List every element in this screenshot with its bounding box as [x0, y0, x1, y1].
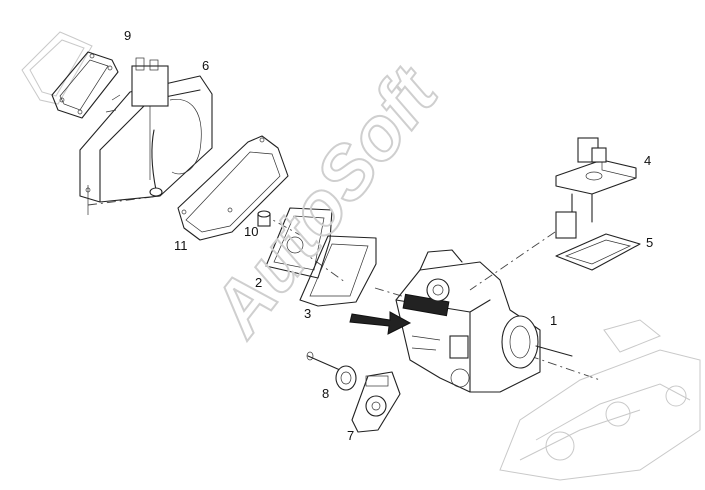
engine-block-ghost: [499, 319, 701, 481]
callout-9: 9: [124, 28, 131, 43]
callout-6: 6: [202, 58, 209, 73]
part-7-lever: [351, 371, 401, 433]
callout-3: 3: [304, 306, 311, 321]
callout-8: 8: [322, 386, 329, 401]
callout-4: 4: [644, 153, 651, 168]
callout-10: 10: [244, 224, 258, 239]
gasket-ghost-outline: [21, 31, 93, 105]
part-3-gasket: [299, 235, 377, 307]
part-6-housing: [79, 57, 213, 215]
part-1-pump: [395, 249, 573, 393]
part-9-gasket: [51, 51, 119, 119]
callout-2: 2: [255, 275, 262, 290]
callout-5: 5: [646, 235, 653, 250]
part-10-plug: [257, 210, 271, 227]
part-11-cover-gasket: [177, 135, 289, 241]
callout-1: 1: [550, 313, 557, 328]
pointer-arrow: [349, 311, 412, 335]
part-2-gasket: [265, 207, 333, 279]
callout-7: 7: [347, 428, 354, 443]
part-4-actuator: [555, 137, 637, 239]
part-5-gasket: [555, 233, 641, 271]
callout-labels: 1 2 3 4 5 6 7 8 9 10 11: [124, 28, 653, 443]
callout-11: 11: [174, 238, 188, 253]
part-8-shaft: [306, 351, 357, 391]
